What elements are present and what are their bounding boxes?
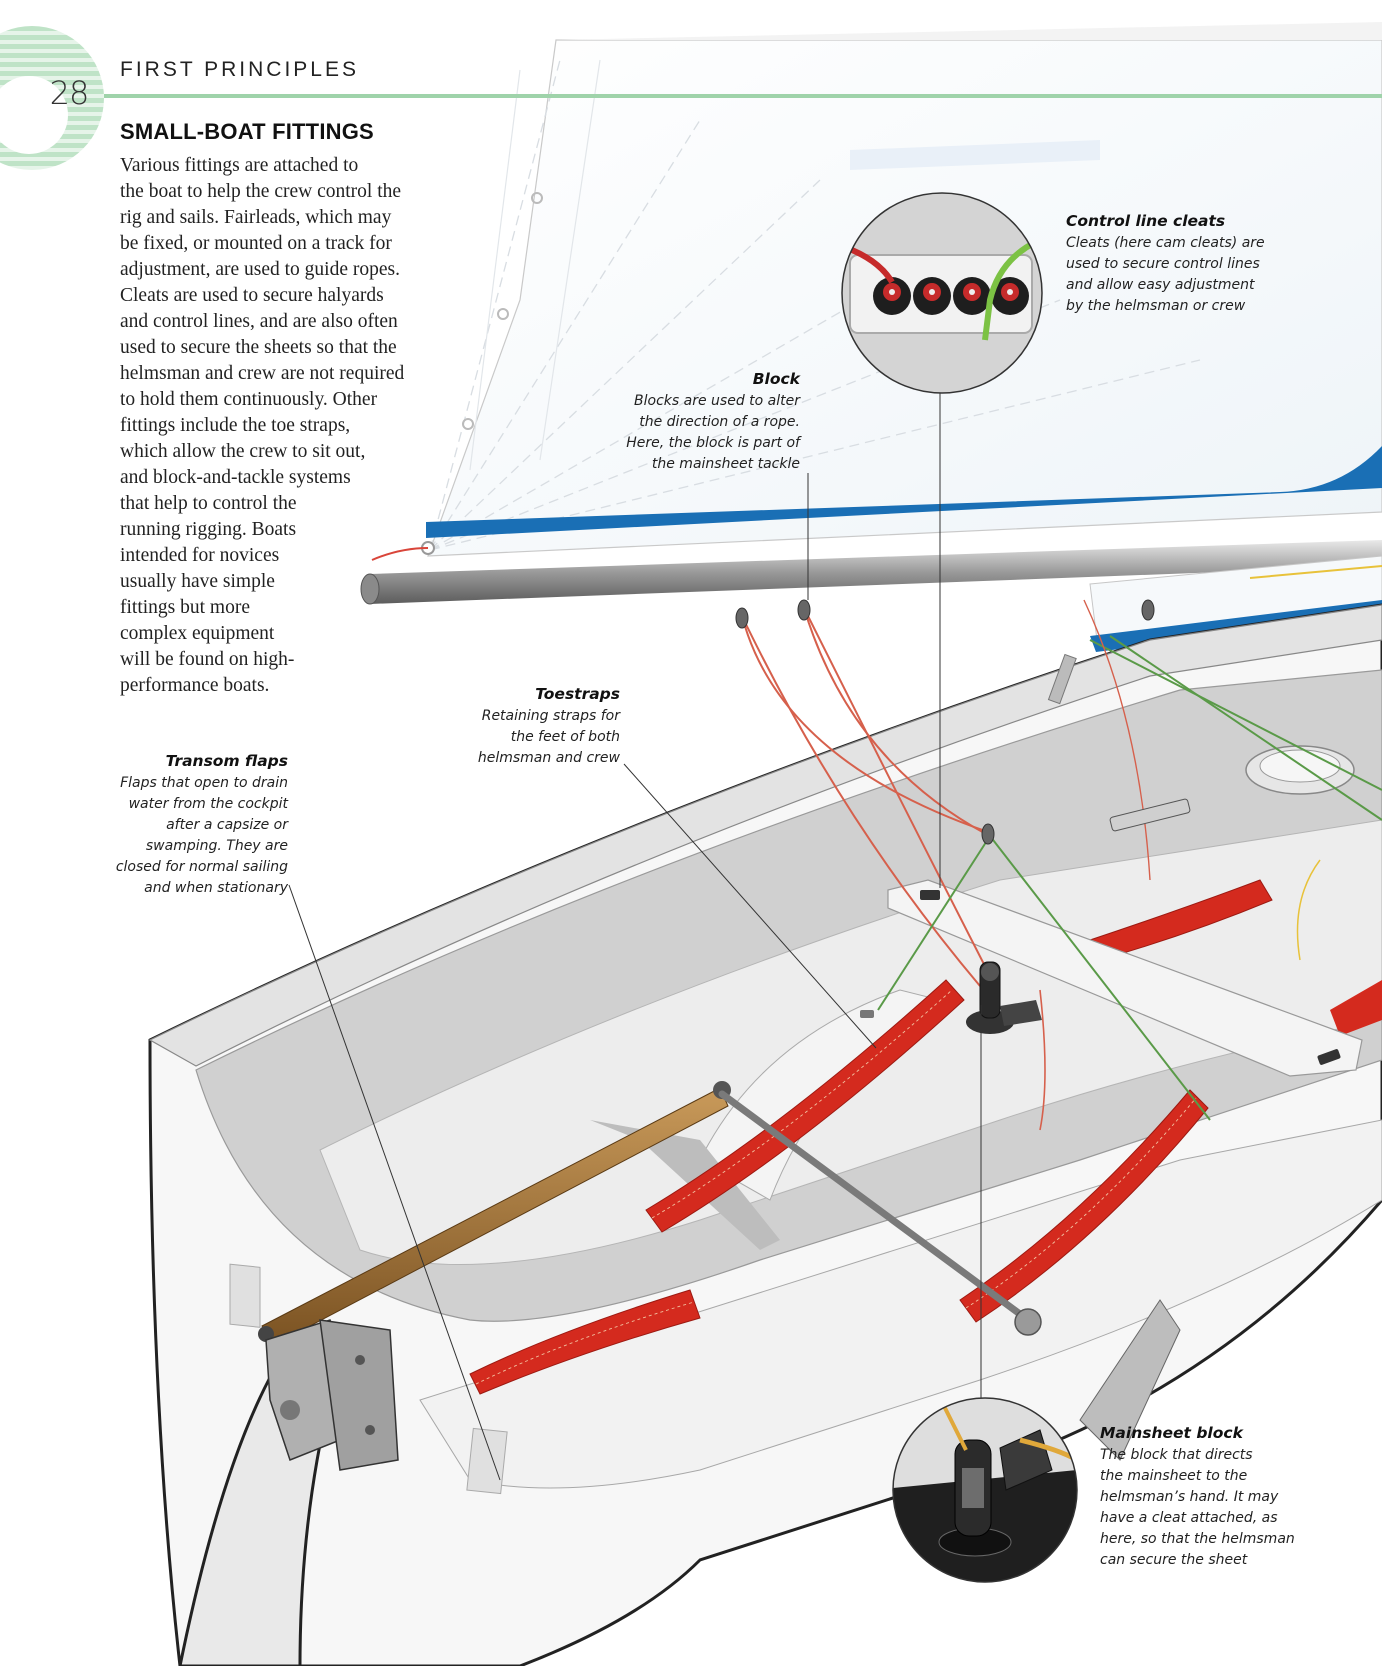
inset-mainsheet-block: [892, 1397, 1078, 1583]
callout-line: by the helmsman or crew: [1066, 298, 1246, 314]
body-line: will be found on high-: [120, 649, 295, 670]
callout-line: helmsman’s hand. It may: [1100, 1489, 1279, 1505]
body-line: to hold them continuously. Other: [120, 389, 378, 410]
callout-line: the direction of a rope.: [639, 414, 800, 430]
body-line: that help to control the: [120, 493, 297, 514]
side-deck-cleats: [860, 798, 1191, 1018]
thwart: [887, 879, 1363, 1077]
callout-line: and when stationary: [144, 880, 288, 896]
body-line: intended for novices: [120, 545, 280, 566]
header-rule: [104, 94, 1382, 98]
body-line: used to secure the sheets so that the: [120, 337, 397, 358]
body-line: Cleats are used to secure halyards: [120, 285, 384, 306]
callout-line: water from the cockpit: [128, 796, 288, 812]
callout-line: Retaining straps for: [481, 708, 620, 724]
callout-title: Control line cleats: [1066, 212, 1226, 230]
callout-body: Cleats (here cam cleats) are used to sec…: [1066, 233, 1265, 317]
callout-title: Toestraps: [535, 685, 620, 703]
running-head: FIRST PRINCIPLES: [120, 58, 359, 81]
body-paragraph: Various fittings are attached to the boa…: [120, 153, 450, 699]
body-line: Various fittings are attached to: [120, 155, 359, 176]
callout-line: the mainsheet to the: [1100, 1468, 1248, 1484]
body-line: usually have simple: [120, 571, 275, 592]
body-line: complex equipment: [120, 623, 275, 644]
callout-body: The block that directs the mainsheet to …: [1100, 1445, 1295, 1571]
body-line: the boat to help the crew control the: [120, 181, 402, 202]
boom: [360, 540, 1382, 605]
callout-line: used to secure control lines: [1066, 256, 1260, 272]
callout-block: Block Blocks are used to alter the direc…: [626, 370, 800, 475]
callout-body: Blocks are used to alter the direction o…: [626, 391, 800, 475]
callout-line: can secure the sheet: [1100, 1552, 1248, 1568]
body-line: and block-and-tackle systems: [120, 467, 351, 488]
callout-toestraps: Toestraps Retaining straps for the feet …: [478, 685, 620, 769]
inset-control-line-cleats: [841, 192, 1043, 394]
body-line: performance boats.: [120, 675, 270, 696]
callout-body: Flaps that open to drain water from the …: [116, 773, 288, 899]
body-line: rig and sails. Fairleads, which may: [120, 207, 392, 228]
callout-line: have a cleat attached, as: [1100, 1510, 1278, 1526]
body-line: running rigging. Boats: [120, 519, 297, 540]
callout-line: after a capsize or: [166, 817, 288, 833]
callout-transom-flaps: Transom flaps Flaps that open to drain w…: [116, 752, 288, 899]
body-line: adjustment, are used to guide ropes.: [120, 259, 400, 280]
body-line: fittings but more: [120, 597, 250, 618]
callout-line: the mainsheet tackle: [651, 456, 800, 472]
body-line: helmsman and crew are not required: [120, 363, 405, 384]
callout-line: The block that directs: [1100, 1447, 1253, 1463]
callout-line: the feet of both: [510, 729, 620, 745]
section-title: SMALL-BOAT FITTINGS: [120, 119, 374, 144]
mainsheet-ropes: [741, 599, 1382, 1131]
callout-title: Transom flaps: [165, 752, 288, 770]
callout-mainsheet-block: Mainsheet block The block that directs t…: [1100, 1424, 1295, 1571]
body-line: fittings include the toe straps,: [120, 415, 351, 436]
rudder-fittings: [265, 1319, 399, 1471]
callout-line: Cleats (here cam cleats) are: [1066, 235, 1265, 251]
callout-control-line-cleats: Control line cleats Cleats (here cam cle…: [1066, 212, 1265, 317]
page-number: 28: [49, 74, 90, 112]
callout-line: swamping. They are: [145, 838, 288, 854]
callout-title: Mainsheet block: [1100, 1424, 1243, 1442]
callout-line: closed for normal sailing: [115, 859, 288, 875]
mainsheet-block-fitting: [966, 961, 1042, 1034]
callout-line: Flaps that open to drain: [120, 775, 288, 791]
toestraps: [469, 879, 1382, 1395]
leader-lines: [288, 393, 982, 1481]
boom-blocks: [735, 599, 1155, 845]
callout-line: Blocks are used to alter: [634, 393, 800, 409]
callout-line: here, so that the helmsman: [1100, 1531, 1295, 1547]
body-line: which allow the crew to sit out,: [120, 441, 366, 462]
callout-line: helmsman and crew: [477, 750, 620, 766]
body-line: be fixed, or mounted on a track for: [120, 233, 392, 254]
body-line: and control lines, and are also often: [120, 311, 398, 332]
callout-body: Retaining straps for the feet of both he…: [478, 706, 620, 769]
callout-line: Here, the block is part of: [626, 435, 800, 451]
callout-line: and allow easy adjustment: [1066, 277, 1255, 293]
callout-title: Block: [752, 370, 800, 388]
